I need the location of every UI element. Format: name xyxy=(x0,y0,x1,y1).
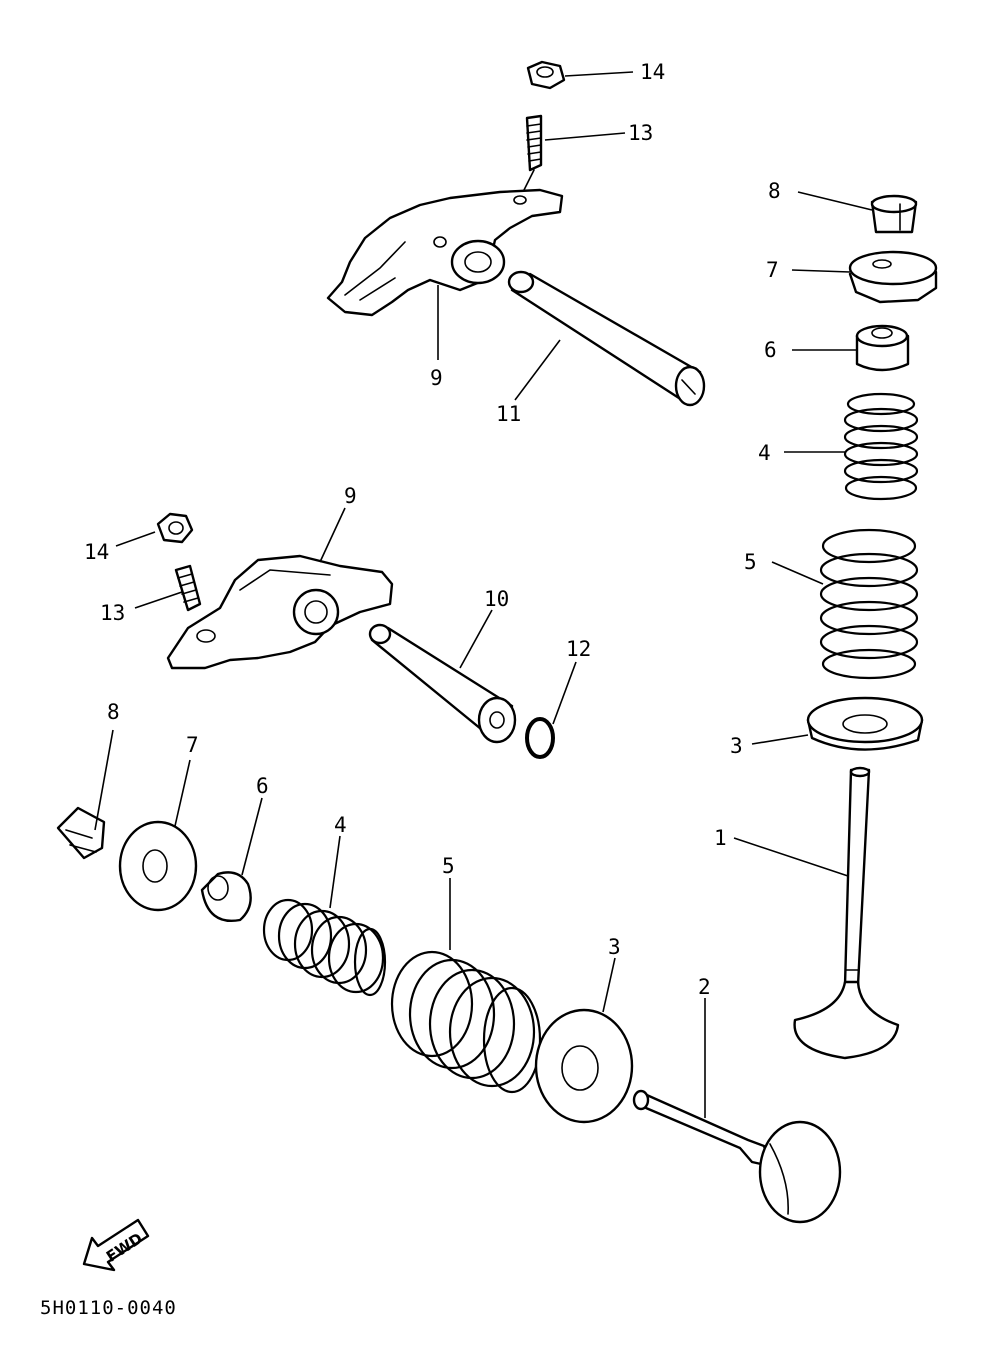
lower-valve-retainer xyxy=(118,820,198,912)
leader-lines xyxy=(94,71,873,1118)
upper-rocker-arm xyxy=(326,188,564,317)
lower-rocker-arm xyxy=(166,554,394,670)
forward-arrow-icon: FWD xyxy=(82,1218,150,1272)
callout-10: 10 xyxy=(484,587,509,611)
right-oil-seal xyxy=(855,324,910,372)
lower-valve xyxy=(632,1089,842,1224)
right-valve xyxy=(793,766,900,1060)
callout-14-lower: 14 xyxy=(84,540,109,564)
callout-12: 12 xyxy=(566,637,591,661)
callout-13-lower: 13 xyxy=(100,601,125,625)
lower-rocker-shaft xyxy=(368,623,517,744)
callout-4-lower: 4 xyxy=(334,813,347,837)
callout-3-right: 3 xyxy=(730,734,743,758)
lower-collet xyxy=(56,806,106,860)
o-ring xyxy=(525,717,555,759)
right-outer-spring xyxy=(819,528,919,680)
callout-9-upper: 9 xyxy=(430,366,443,390)
right-spring-seat xyxy=(806,696,924,751)
callout-labels: 14 13 9 11 8 7 6 4 5 3 1 9 14 13 10 12 8… xyxy=(84,60,781,999)
callout-4-right: 4 xyxy=(758,441,771,465)
callout-1: 1 xyxy=(714,826,727,850)
callout-7-right: 7 xyxy=(766,258,779,282)
callout-3-lower: 3 xyxy=(608,935,621,959)
callout-8-right: 8 xyxy=(768,179,781,203)
right-inner-spring xyxy=(843,392,919,501)
lower-spring-seat xyxy=(534,1008,634,1124)
callout-9-lower: 9 xyxy=(344,484,357,508)
callout-13-upper: 13 xyxy=(628,121,653,145)
callout-11: 11 xyxy=(496,402,521,426)
callout-5-right: 5 xyxy=(744,550,757,574)
upper-nut xyxy=(526,60,566,90)
callout-14-upper: 14 xyxy=(640,60,665,84)
callout-6-lower: 6 xyxy=(256,774,269,798)
callout-6-right: 6 xyxy=(764,338,777,362)
lower-adjusting-screw xyxy=(174,564,202,612)
right-collet xyxy=(870,194,918,234)
upper-adjusting-screw xyxy=(519,114,543,199)
diagram-code: 5H0110-0040 xyxy=(40,1297,177,1319)
callout-7-lower: 7 xyxy=(186,733,199,757)
upper-rocker-shaft xyxy=(507,270,706,407)
lower-outer-spring xyxy=(390,950,542,1094)
callout-2: 2 xyxy=(698,975,711,999)
callout-8-lower: 8 xyxy=(107,700,120,724)
lower-nut xyxy=(156,512,194,544)
right-valve-retainer xyxy=(848,250,938,304)
lower-inner-spring xyxy=(262,898,387,997)
callout-5-lower: 5 xyxy=(442,854,455,878)
lower-oil-seal xyxy=(200,871,252,923)
